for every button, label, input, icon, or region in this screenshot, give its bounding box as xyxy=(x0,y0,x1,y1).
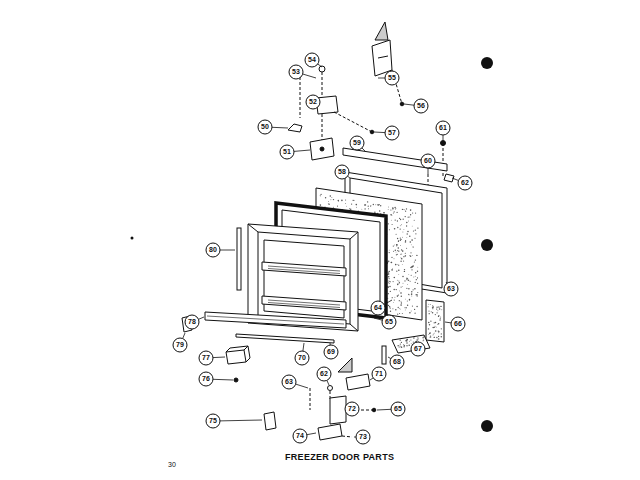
callout-number: 56 xyxy=(411,100,431,112)
callout-number: 67 xyxy=(408,343,428,355)
leader-line xyxy=(183,333,185,339)
leader-line xyxy=(362,148,366,152)
callout-number: 70 xyxy=(292,352,312,364)
callout-number: 57 xyxy=(382,127,402,139)
leader-line xyxy=(272,127,288,129)
callout-number: 65 xyxy=(388,403,408,415)
leader-line xyxy=(443,135,444,140)
leader-line xyxy=(378,78,385,79)
leader-line xyxy=(327,380,329,385)
callout-number: 61 xyxy=(433,122,453,134)
callout-number: 74 xyxy=(290,430,310,442)
leader-line xyxy=(220,420,262,422)
callout-number: 66 xyxy=(448,318,468,330)
leader-line xyxy=(213,357,225,359)
callout-number: 79 xyxy=(170,339,190,351)
callout-number: 52 xyxy=(303,96,323,108)
callout-number: 60 xyxy=(418,155,438,167)
callout-number: 54 xyxy=(302,54,322,66)
leader-line xyxy=(452,178,459,181)
callout-number: 62 xyxy=(455,177,475,189)
callout-number: 53 xyxy=(286,66,306,78)
leader-line xyxy=(374,318,382,320)
leader-line xyxy=(384,300,392,305)
callout-number: 63 xyxy=(279,376,299,388)
leader-line xyxy=(303,74,316,78)
leader-line xyxy=(303,343,304,351)
leader-line xyxy=(294,150,310,151)
diagram-title: FREEZER DOOR PARTS xyxy=(285,452,394,462)
leader-line xyxy=(199,317,205,319)
callout-number: 65 xyxy=(379,316,399,328)
callout-number: 50 xyxy=(255,121,275,133)
callout-number: 77 xyxy=(196,352,216,364)
callout-number: 78 xyxy=(182,316,202,328)
leader-line xyxy=(445,322,451,324)
leader-line xyxy=(404,104,414,105)
leader-line xyxy=(370,378,373,380)
callout-number: 63 xyxy=(441,283,461,295)
callout-number: 80 xyxy=(203,244,223,256)
callout-number: 64 xyxy=(368,302,388,314)
callout-number: 58 xyxy=(332,166,352,178)
callout-number: 51 xyxy=(277,146,297,158)
callout-number: 76 xyxy=(196,373,216,385)
callout-number: 72 xyxy=(342,403,362,415)
leader-line xyxy=(428,168,429,174)
callout-number: 68 xyxy=(387,356,407,368)
leader-line xyxy=(374,132,385,134)
callout-number: 62 xyxy=(314,368,334,380)
callout-number: 55 xyxy=(382,72,402,84)
leader-line xyxy=(318,64,322,67)
callout-number: 69 xyxy=(321,346,341,358)
callout-number: 71 xyxy=(369,368,389,380)
leader-line xyxy=(296,384,308,388)
callout-number: 73 xyxy=(353,431,373,443)
leader-line xyxy=(213,379,233,381)
callout-number: 59 xyxy=(347,137,367,149)
callout-number: 75 xyxy=(203,415,223,427)
leader-line xyxy=(307,433,316,435)
page-number: 30 xyxy=(168,461,176,468)
leader-line xyxy=(220,250,235,251)
leader-line xyxy=(377,409,391,411)
